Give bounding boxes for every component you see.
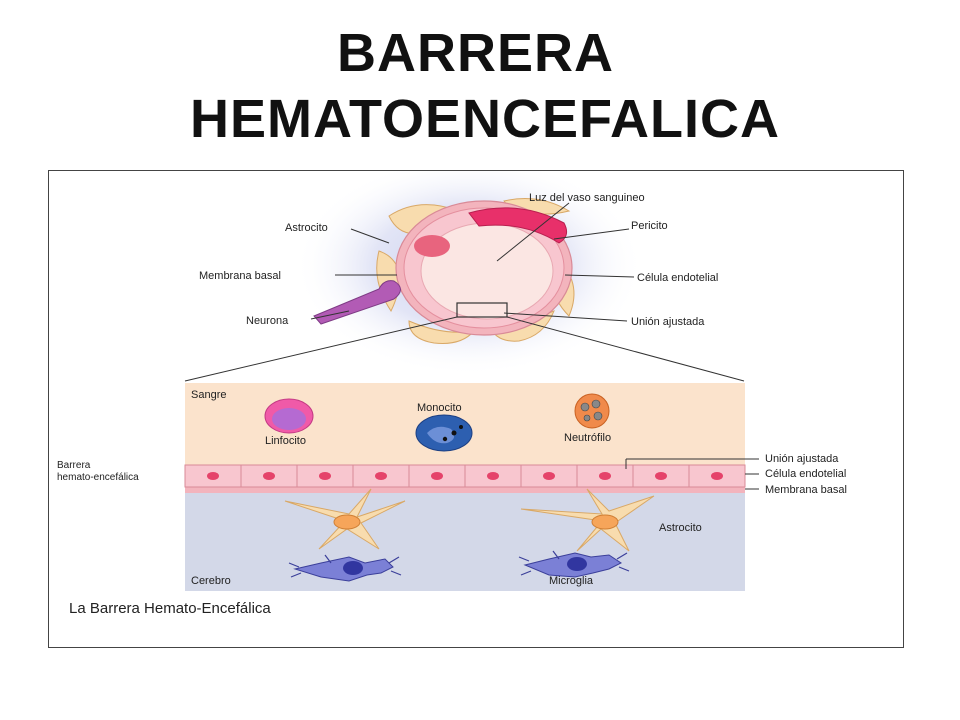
- label-microglia: Microglia: [549, 575, 594, 587]
- blood-brain-barrier-figure: Luz del vaso sanguineo Astrocito Pericit…: [48, 170, 904, 648]
- vessel-endothelial-nucleus: [414, 235, 450, 257]
- label-endothelial-cell-detail: Célula endotelial: [765, 468, 846, 480]
- vessel-neuron: [313, 280, 401, 325]
- neutrophil-cell: [574, 393, 610, 429]
- label-lumen: Luz del vaso sanguineo: [529, 192, 645, 204]
- lymphocyte-cell: [264, 398, 314, 434]
- endothelial-nucleus: [655, 472, 667, 480]
- vessel-pericyte: [468, 207, 568, 244]
- detail-leader-lines: [625, 458, 759, 490]
- label-barrier-line1: Barrera: [57, 460, 91, 471]
- figure-caption: La Barrera Hemato-Encefálica: [69, 600, 271, 617]
- label-lymphocyte: Linfocito: [265, 435, 306, 447]
- label-pericyte: Pericito: [631, 220, 668, 232]
- tight-junction-box: [456, 302, 508, 318]
- endothelial-nucleus: [487, 472, 499, 480]
- endothelial-nucleus: [263, 472, 275, 480]
- label-astrocyte-top: Astrocito: [285, 222, 328, 234]
- endothelial-nucleus: [431, 472, 443, 480]
- label-endothelial-cell-top: Célula endotelial: [637, 272, 718, 284]
- detail-microglia-left: [288, 554, 402, 582]
- endothelial-nucleus: [319, 472, 331, 480]
- label-basal-membrane-top: Membrana basal: [199, 270, 281, 282]
- label-basal-membrane-detail: Membrana basal: [765, 484, 847, 496]
- endothelial-nucleus: [207, 472, 219, 480]
- detail-astrocyte-left: [284, 488, 406, 550]
- label-tight-junction-top: Unión ajustada: [631, 316, 705, 328]
- label-blood: Sangre: [191, 389, 226, 401]
- brain-region: [185, 491, 745, 591]
- title-line-2: HEMATOENCEFALICA: [190, 89, 781, 149]
- detail-basal-membrane: [185, 487, 745, 493]
- endothelial-nucleus: [599, 472, 611, 480]
- title-line-1: BARRERA: [337, 23, 614, 83]
- diagram-canvas: Luz del vaso sanguineo Astrocito Pericit…: [57, 171, 847, 617]
- label-tight-junction-detail: Unión ajustada: [765, 453, 839, 465]
- detail-microglia-right: [518, 550, 630, 578]
- label-neuron: Neurona: [246, 315, 289, 327]
- label-neutrophil: Neutrófilo: [564, 432, 611, 444]
- monocyte-cell: [415, 414, 473, 452]
- label-monocyte: Monocito: [417, 402, 462, 414]
- endothelial-nucleus: [711, 472, 723, 480]
- label-astrocyte-detail: Astrocito: [659, 522, 702, 534]
- label-brain: Cerebro: [191, 575, 231, 587]
- label-barrier-line2: hemato-encefálica: [57, 472, 139, 483]
- endothelial-cells-row: [184, 464, 746, 488]
- endothelial-nucleus: [543, 472, 555, 480]
- endothelial-nucleus: [375, 472, 387, 480]
- top-leader-lines: [184, 202, 745, 382]
- detail-astrocyte-right: [520, 488, 655, 552]
